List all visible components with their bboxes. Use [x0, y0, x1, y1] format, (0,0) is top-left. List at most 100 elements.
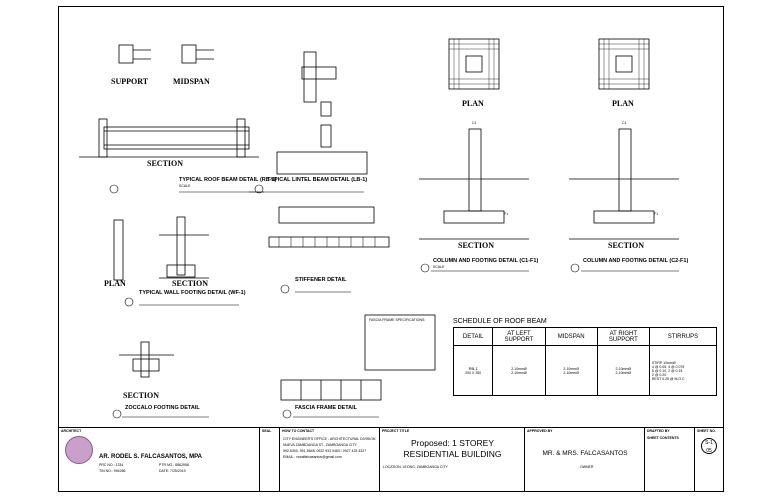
- prc-no: PRC NO.: 1234: [99, 463, 124, 467]
- schedule-right-cell: 2-10mmØ 2-10mmØ: [596, 345, 650, 396]
- fascia-title: FASCIA FRAME DETAIL: [295, 405, 358, 411]
- stiffener-title: STIFFENER DETAIL: [295, 277, 347, 283]
- zocalo-section-label: SECTION: [123, 391, 160, 400]
- lintel-column: [303, 51, 317, 103]
- roof-beam-schedule: SCHEDULE OF ROOF BEAM DETAIL AT LEFT SUP…: [452, 318, 723, 408]
- project-cell: PROJECT TITLE Proposed: 1 STOREY RESIDEN…: [379, 428, 524, 492]
- fascia-frame: [280, 379, 382, 401]
- project-label: PROJECT TITLE: [382, 429, 410, 433]
- sheet-contents-label: SHEET CONTENTS: [647, 436, 679, 440]
- schedule-detail-cell: RB-1 200 X 250: [452, 345, 494, 396]
- column-plan-1: [448, 38, 500, 90]
- contact-line: 992-6300, 991-5648, 0922 933 9483 / 0927…: [283, 449, 367, 453]
- schedule-table: DETAIL AT LEFT SUPPORT MIDSPAN AT RIGHT …: [452, 327, 718, 396]
- seal-label: SEAL: [262, 429, 272, 433]
- f1-label-2: F1: [654, 212, 659, 216]
- contact-line: CITY ENGINEER'S OFFICE - ARCHITECTURAL D…: [283, 437, 376, 441]
- mid-top-bars: 2-10mmØ: [563, 366, 579, 371]
- right-top-bars: 2-10mmØ: [615, 366, 632, 371]
- wall-plan: [113, 219, 124, 281]
- stirrup-line: STIRP 10mmØ: [651, 360, 676, 365]
- column-section-1-label: SECTION: [458, 241, 495, 250]
- wall-section: [176, 216, 186, 276]
- owner-label: OWNER: [580, 465, 594, 469]
- schedule-title: SCHEDULE OF ROOF BEAM: [453, 318, 547, 325]
- architect-label: ARCHITECT: [61, 429, 82, 433]
- roof-beam-elevation: [103, 126, 250, 150]
- column-section-1: [468, 128, 482, 212]
- lintel-note-box: [276, 151, 368, 175]
- midspan-label: MIDSPAN: [173, 77, 210, 86]
- sheet-cell: SHEET NO. S-1 05: [694, 428, 723, 492]
- architect-name: AR. RODEL S. FALCASANTOS, MPA: [99, 454, 203, 460]
- f1-label-1: F1: [504, 212, 509, 216]
- drawing-linework: [79, 38, 679, 419]
- seal-cell: SEAL: [259, 428, 279, 492]
- stirrup-line: 4 @ 0.05, 4 @ 0.075: [651, 364, 685, 369]
- left-bottom-bars: 2-10mmØ: [511, 370, 527, 375]
- mid-bottom-bars: 2-10mmØ: [563, 370, 579, 375]
- column-footing-1-title: COLUMN AND FOOTING DETAIL (C1-F1): [433, 258, 539, 264]
- approved-label: APPROVED BY: [527, 429, 553, 433]
- architect-cell: ARCHITECT AR. RODEL S. FALCASANTOS, MPA …: [59, 428, 259, 492]
- architect-seal-logo: [65, 436, 93, 464]
- project-title-line1: Proposed: 1 STOREY: [411, 438, 494, 448]
- wall-plan-label: PLAN: [104, 279, 126, 288]
- date-label: DATE: 7/25/2019: [159, 469, 186, 473]
- wall-section-label: SECTION: [172, 279, 209, 288]
- sheet-number: S-1: [705, 440, 713, 446]
- right-bottom-bars: 2-10mmØ: [615, 370, 632, 375]
- stirrup-line: 2 @ 0.20: [651, 372, 667, 377]
- support-label: SUPPORT: [111, 77, 149, 86]
- stiffener-elevation: [268, 236, 390, 248]
- schedule-stirrups-cell: STIRP 10mmØ 4 @ 0.05, 4 @ 0.075 5 @ 0.10…: [648, 345, 718, 396]
- schedule-header-midspan: MIDSPAN: [544, 327, 598, 346]
- stirrup-line: REST 0.25 @ M.O.C: [651, 376, 685, 381]
- stirrup-line: 5 @ 0.10, 2 @ 0.15: [651, 368, 683, 373]
- schedule-left-cell: 2-10mmØ 2-10mmØ: [492, 345, 546, 396]
- wall-footing-title: TYPICAL WALL FOOTING DETAIL (WF-1): [139, 290, 246, 296]
- contact-line: EMAIL : rswalfalcasantos@gmail.com: [283, 455, 342, 459]
- column-plan-2-label: PLAN: [612, 99, 634, 108]
- midspan-section: [181, 44, 197, 64]
- scale-label-1: SCALE: [179, 184, 191, 188]
- column-section-2: [618, 128, 632, 212]
- sheet-label: SHEET NO.: [697, 429, 716, 433]
- schedule-header-left: AT LEFT SUPPORT: [492, 327, 546, 346]
- schedule-mid-cell: 2-10mmØ 2-10mmØ: [544, 345, 598, 396]
- left-top-bars: 2-10mmØ: [511, 366, 527, 371]
- fascia-specs-box: [364, 314, 436, 371]
- scale-label-2: SCALE: [433, 265, 445, 269]
- roof-beam-title: TYPICAL ROOF BEAM DETAIL (RB-1): [179, 177, 277, 183]
- tin-no: TIN NO.: 994266: [99, 469, 126, 473]
- c1-label-2: C1: [622, 121, 627, 125]
- title-block: ARCHITECT AR. RODEL S. FALCASANTOS, MPA …: [59, 427, 723, 492]
- location: LOCATION: LEONG, ZAMBOANGA CITY: [383, 465, 448, 469]
- lintel-beam-title: TYPICAL LINTEL BEAM DETAIL (LB-1): [267, 177, 368, 183]
- contact-line: NUEVA ZAMBOANGA ST., ZAMBOANGA CITY: [283, 443, 357, 447]
- drafted-label: DRAFTED BY: [647, 429, 670, 433]
- column-plan-2: [598, 38, 650, 90]
- zocalo-section: [140, 341, 150, 378]
- support-section: [118, 44, 134, 64]
- drafted-cell: DRAFTED BY SHEET CONTENTS: [644, 428, 694, 492]
- sheet-number-circle: S-1 05: [701, 438, 717, 454]
- schedule-detail: RB-1: [468, 366, 478, 371]
- contact-cell: HOW TO CONTACT CITY ENGINEER'S OFFICE - …: [279, 428, 379, 492]
- approved-cell: APPROVED BY MR. & MRS. FALCASANTOS OWNER: [524, 428, 644, 492]
- schedule-header-right: AT RIGHT SUPPORT: [596, 327, 650, 346]
- schedule-header-stirrups: STIRRUPS: [648, 327, 718, 346]
- column-plan-1-label: PLAN: [462, 99, 484, 108]
- fascia-specs-title: FASCIA FRAME SPECIFICATIONS:: [369, 318, 426, 322]
- schedule-detail-size: 200 X 250: [465, 371, 482, 375]
- project-title-line2: RESIDENTIAL BUILDING: [403, 449, 502, 459]
- drawing-sheet: SUPPORT MIDSPAN SECTION TYPICAL ROOF BEA…: [58, 6, 724, 492]
- zocalo-title: ZOCCALO FOOTING DETAIL: [125, 405, 200, 411]
- column-footing-2-title: COLUMN AND FOOTING DETAIL (C2-F1): [583, 258, 689, 264]
- roof-beam-section-label: SECTION: [147, 159, 184, 168]
- column-section-2-label: SECTION: [608, 241, 645, 250]
- sheet-total: 05: [706, 448, 712, 454]
- stiffener-note-box: [278, 206, 375, 224]
- schedule-header-detail: DETAIL: [452, 327, 494, 346]
- c1-label-1: C1: [472, 121, 477, 125]
